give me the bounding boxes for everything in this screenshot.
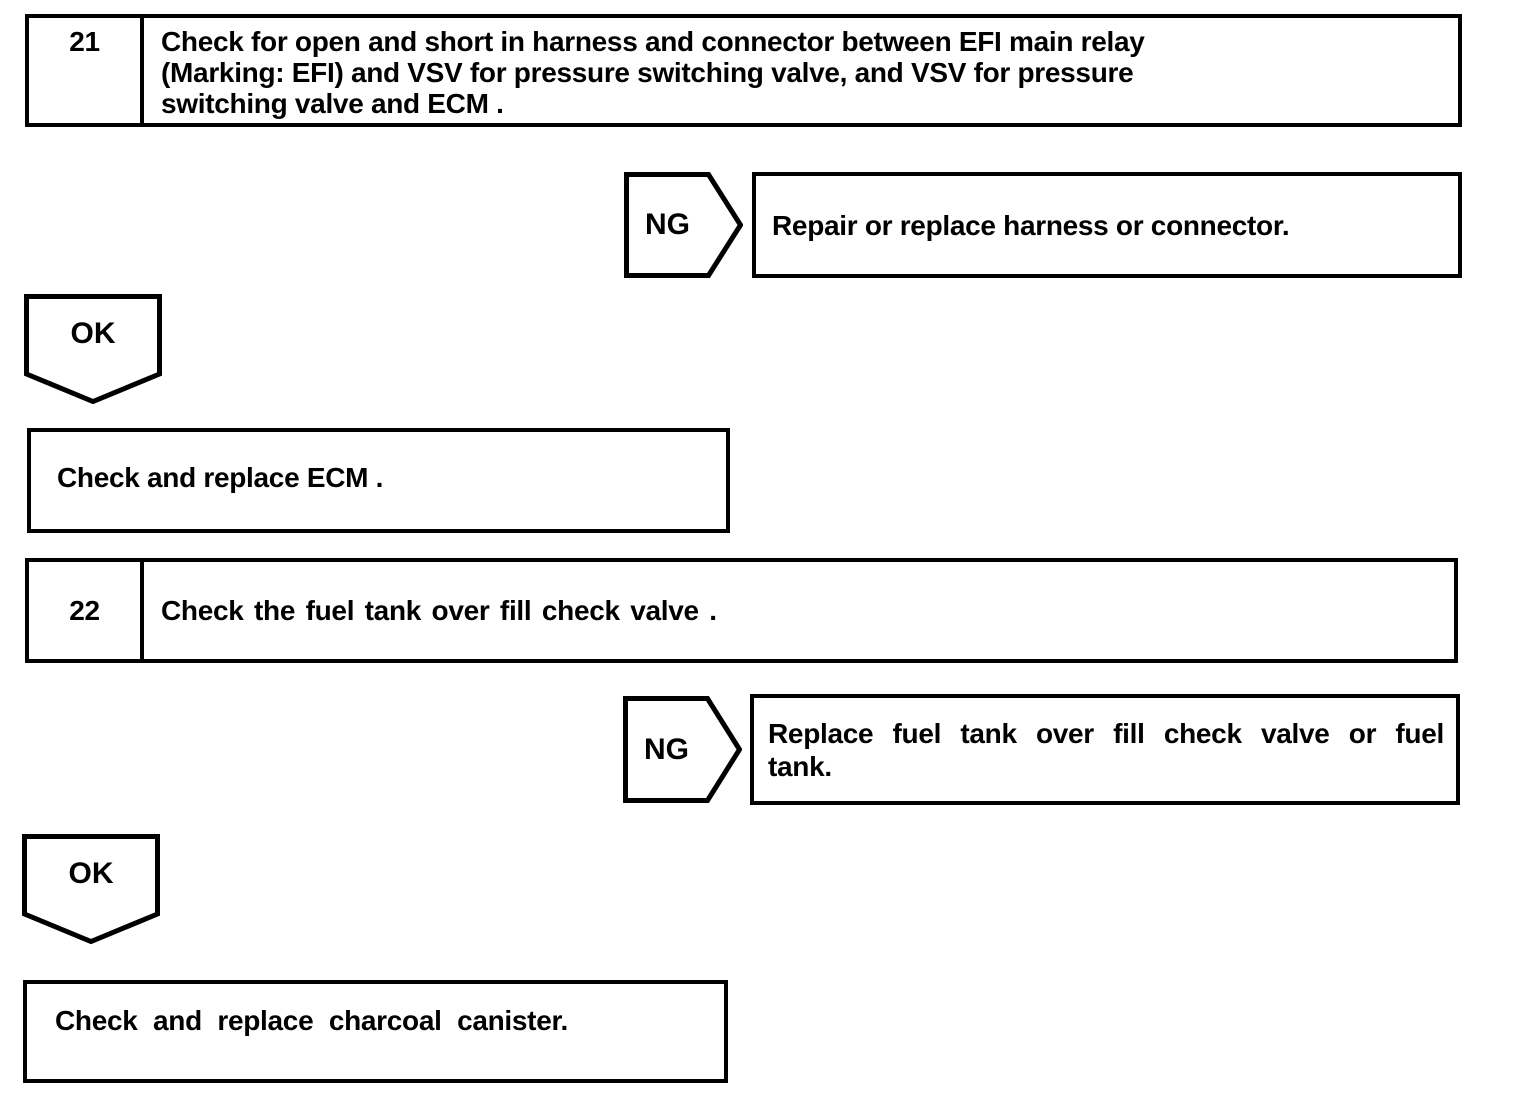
ng-arrow-icon — [624, 172, 743, 278]
ok-action-box: Check and replace charcoal canister. — [23, 980, 728, 1083]
step-instruction: Check the fuel tank over fill check valv… — [144, 562, 1454, 659]
ng-label: NG — [644, 732, 689, 766]
ok-connector: OK — [22, 834, 160, 944]
ok-action-box: Check and replace ECM . — [27, 428, 730, 533]
ok-arrow-icon — [24, 294, 162, 404]
ok-label: OK — [68, 857, 114, 890]
step-instruction: Check for open and short in harness and … — [144, 18, 1458, 123]
ng-action-text-line: tank. — [768, 750, 832, 782]
ok-connector: OK — [24, 294, 162, 404]
step-number: 21 — [69, 26, 100, 57]
instruction-line: Check the fuel tank over fill check valv… — [161, 595, 717, 626]
ok-action-text: Check and replace ECM . — [57, 462, 384, 493]
ng-connector: NG — [624, 172, 743, 278]
instruction-line: (Marking: EFI) and VSV for pressure swit… — [161, 57, 1134, 88]
ok-action-text: Check and replace charcoal canister. — [55, 1005, 569, 1036]
step-box-21: 21 Check for open and short in harness a… — [25, 14, 1462, 127]
step-number: 22 — [69, 595, 100, 626]
ok-label: OK — [70, 317, 116, 350]
instruction-line: Check for open and short in harness and … — [161, 26, 1145, 57]
ng-connector: NG — [623, 696, 742, 803]
ng-label: NG — [645, 208, 690, 241]
instruction-line: switching valve and ECM . — [161, 88, 504, 119]
ng-action-box: Repair or replace harness or connector. — [752, 172, 1462, 278]
step-number-cell: 21 — [29, 18, 144, 123]
step-box-22: 22 Check the fuel tank over fill check v… — [25, 558, 1458, 663]
ok-arrow-icon — [22, 834, 160, 944]
ng-action-box: Replace fuel tank over fill check valve … — [750, 694, 1460, 805]
ng-arrow-icon — [623, 696, 742, 803]
step-number-cell: 22 — [29, 562, 144, 659]
ng-action-text: Repair or replace harness or connector. — [772, 209, 1290, 241]
ng-action-text-line: Replace fuel tank over fill check valve … — [768, 717, 1444, 749]
